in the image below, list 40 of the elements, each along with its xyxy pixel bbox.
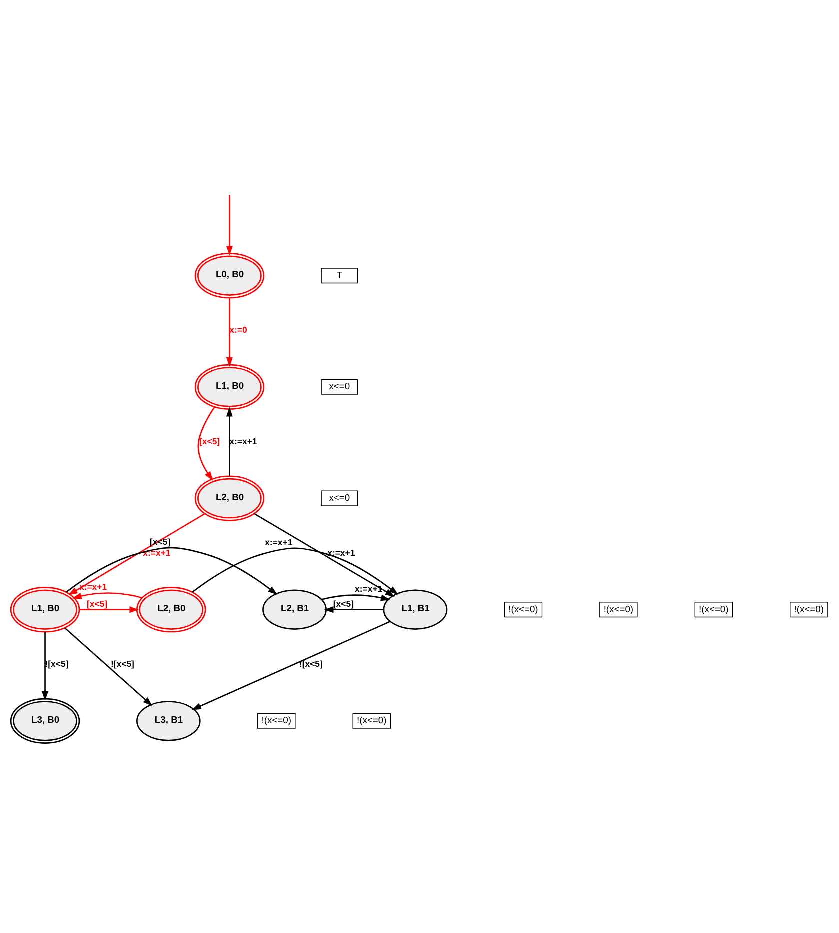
label: x<=0 [329, 492, 350, 503]
arrow [226, 194, 233, 256]
arrow [254, 512, 395, 596]
label: !(x<=0) [794, 604, 824, 614]
edge-label: x:=x+1 [355, 584, 383, 594]
arrow [72, 592, 143, 599]
label: !(x<=0) [357, 715, 387, 726]
arrow [324, 606, 384, 613]
edge-label: ![x<5] [45, 658, 69, 669]
edge-label: ![x<5] [110, 658, 134, 669]
label: !(x<=0) [262, 715, 292, 726]
arrow [64, 627, 153, 706]
arrow [192, 547, 398, 595]
arrow [80, 606, 140, 613]
edge-label: x:=x+1 [143, 547, 171, 558]
node-ellipse: L3, B0 [10, 698, 80, 744]
edge-label: x:=x+1 [265, 536, 293, 547]
arrow [66, 546, 278, 595]
edge-label: [x<5] [333, 598, 354, 608]
edge-label: x:=x+1 [328, 547, 356, 558]
edge-label: [x<5] [87, 598, 108, 608]
node-ellipse: L2, B1 [262, 589, 327, 630]
arrow [42, 632, 49, 700]
arrow [198, 406, 216, 480]
node-ellipse: L2, B0 [194, 475, 265, 521]
label: !(x<=0) [604, 604, 634, 614]
node-ellipse: L1, B0 [194, 364, 265, 410]
arrow [226, 406, 233, 476]
label: x<=0 [329, 381, 350, 392]
arrow [226, 298, 233, 366]
node-ellipse: L0, B0 [194, 252, 265, 298]
label: T [336, 270, 343, 280]
edge-label: ![x<5] [299, 658, 323, 669]
label: !(x<=0) [699, 604, 729, 614]
edge-label: [x<5] [200, 436, 220, 446]
arrow [68, 512, 206, 595]
node-ellipse: L2, B0 [136, 586, 206, 632]
arrow [322, 594, 390, 601]
arrow [192, 620, 390, 710]
label: !(x<=0) [508, 604, 538, 614]
